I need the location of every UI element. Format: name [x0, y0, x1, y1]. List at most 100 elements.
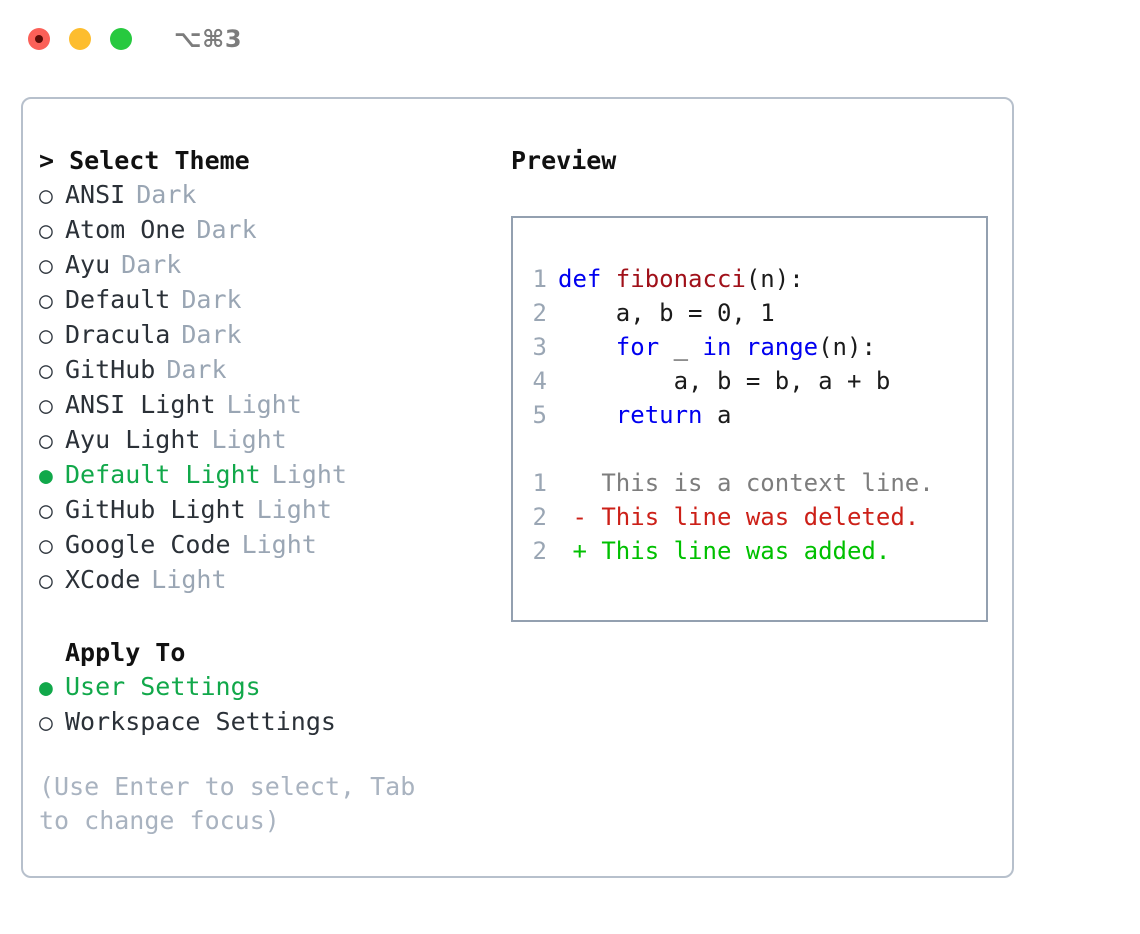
radio-unselected-icon: ○ [39, 288, 53, 314]
theme-variant-badge: Light [151, 565, 227, 594]
line-number: 1 [532, 265, 547, 293]
code-token-ctx: This is a context line. [558, 469, 934, 497]
code-token-kw: in range [702, 333, 819, 361]
title-bar: ⌥⌘3 [0, 0, 1140, 78]
theme-variant-badge: Light [211, 425, 287, 454]
theme-variant-badge: Dark [181, 320, 242, 349]
theme-option-label: Default Light [65, 460, 261, 489]
code-line: 1 def fibonacci(n): [525, 262, 986, 296]
diff-line: 1 This is a context line. [525, 466, 986, 500]
line-number: 5 [532, 401, 547, 429]
theme-variant-badge: Light [226, 390, 302, 419]
keyboard-shortcut-label: ⌥⌘3 [174, 25, 243, 53]
code-token-txt: _ [659, 333, 703, 361]
apply-to-option-workspace-settings[interactable]: ○ Workspace Settings [39, 705, 493, 740]
code-token-fn: fibonacci [615, 265, 746, 293]
code-line: 2 a, b = 0, 1 [525, 296, 986, 330]
theme-variant-badge: Light [256, 495, 332, 524]
apply-to-option-list[interactable]: ● User Settings ○ Workspace Settings [39, 670, 493, 740]
theme-option-ayu[interactable]: ○ Ayu Dark [39, 248, 493, 283]
apply-to-heading: Apply To [65, 638, 186, 667]
theme-option-label: ANSI [65, 180, 126, 209]
theme-option-dracula[interactable]: ○ Dracula Dark [39, 318, 493, 353]
diff-line: 2 - This line was deleted. [525, 500, 986, 534]
code-token-kw: def [558, 265, 616, 293]
code-token-kw: return [615, 401, 703, 429]
theme-variant-badge: Light [271, 460, 347, 489]
theme-option-label: Dracula [65, 320, 171, 349]
theme-option-label: GitHub Light [65, 495, 246, 524]
radio-unselected-icon: ○ [39, 428, 53, 454]
minimize-button-icon[interactable] [69, 28, 91, 50]
apply-to-option-user-settings[interactable]: ● User Settings [39, 670, 493, 705]
section-spacer [39, 598, 493, 636]
zoom-button-icon[interactable] [110, 28, 132, 50]
theme-variant-badge: Light [241, 530, 317, 559]
code-token-txt: a, b = 0, 1 [558, 299, 775, 327]
theme-option-label: Default [65, 285, 171, 314]
theme-option-label: ANSI Light [65, 390, 216, 419]
radio-unselected-icon: ○ [39, 253, 53, 279]
theme-option-default[interactable]: ○ Default Dark [39, 283, 493, 318]
theme-variant-badge: Dark [136, 180, 197, 209]
radio-selected-icon: ● [39, 675, 53, 701]
code-token-txt [558, 333, 616, 361]
apply-to-option-label: User Settings [65, 672, 261, 701]
code-token-txt: a, b = b, a + b [558, 367, 891, 395]
code-spacer [525, 432, 986, 466]
code-token-txt [558, 401, 616, 429]
theme-option-label: Google Code [65, 530, 231, 559]
code-token-del: - This line was deleted. [558, 503, 920, 531]
radio-selected-icon: ● [39, 463, 53, 489]
theme-option-ayu-light[interactable]: ○ Ayu Light Light [39, 423, 493, 458]
theme-variant-badge: Dark [166, 355, 227, 384]
select-theme-heading: > Select Theme [39, 146, 250, 175]
theme-variant-badge: Dark [196, 215, 257, 244]
code-token-txt: (n): [818, 333, 876, 361]
code-line: 3 for _ in range(n): [525, 330, 986, 364]
theme-option-label: Ayu [65, 250, 111, 279]
line-number: 4 [532, 367, 547, 395]
radio-unselected-icon: ○ [39, 323, 53, 349]
line-number: 3 [532, 333, 547, 361]
radio-unselected-icon: ○ [39, 218, 53, 244]
line-number: 2 [532, 503, 547, 531]
radio-unselected-icon: ○ [39, 498, 53, 524]
code-token-txt: a [702, 401, 732, 429]
radio-unselected-icon: ○ [39, 710, 53, 736]
line-number: 1 [532, 469, 547, 497]
close-button-icon[interactable] [28, 28, 50, 50]
line-number: 2 [532, 537, 547, 565]
line-number: 2 [532, 299, 547, 327]
theme-option-label: Ayu Light [65, 425, 201, 454]
radio-unselected-icon: ○ [39, 568, 53, 594]
theme-variant-badge: Dark [121, 250, 182, 279]
theme-option-github-light[interactable]: ○ GitHub Light Light [39, 493, 493, 528]
theme-option-default-light[interactable]: ● Default Light Light [39, 458, 493, 493]
apply-to-option-label: Workspace Settings [65, 707, 336, 736]
theme-option-ansi-light[interactable]: ○ ANSI Light Light [39, 388, 493, 423]
keyboard-hint-text: (Use Enter to select, Tab to change focu… [39, 772, 431, 835]
diff-sample: 1 This is a context line.2 - This line w… [525, 466, 986, 568]
theme-variant-badge: Dark [181, 285, 242, 314]
preview-heading: Preview [511, 146, 617, 175]
diff-line: 2 + This line was added. [525, 534, 986, 568]
radio-unselected-icon: ○ [39, 183, 53, 209]
code-line: 5 return a [525, 398, 986, 432]
code-token-add: + This line was added. [558, 537, 891, 565]
radio-unselected-icon: ○ [39, 393, 53, 419]
theme-option-ansi[interactable]: ○ ANSI Dark [39, 178, 493, 213]
code-token-txt: (n): [745, 265, 804, 293]
code-token-kw: for [615, 333, 660, 361]
traffic-light-group [28, 28, 132, 50]
